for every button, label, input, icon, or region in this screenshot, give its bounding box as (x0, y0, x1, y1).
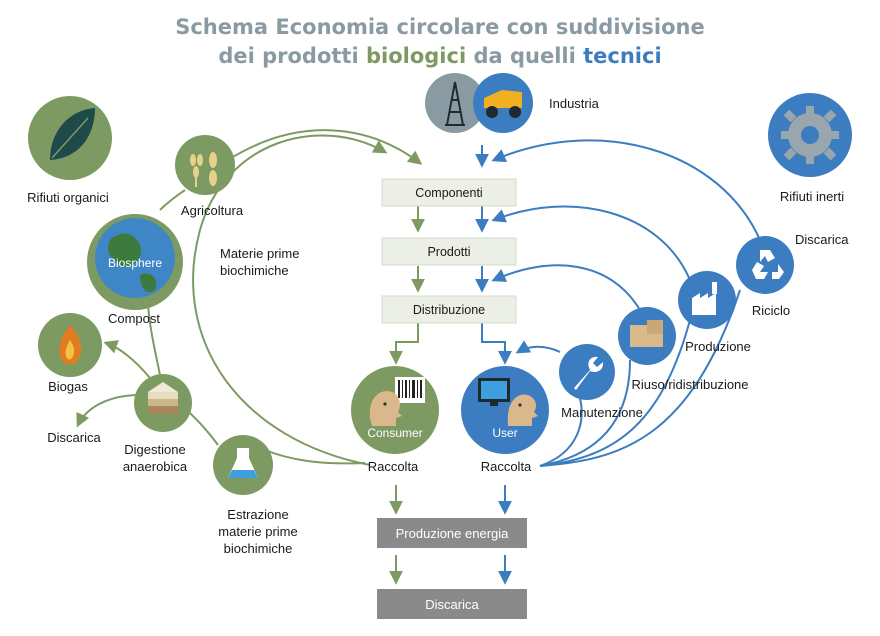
wheat-fish-icon (190, 152, 217, 187)
produzione-label: Produzione (685, 339, 751, 354)
compost-label: Compost (108, 311, 160, 326)
distribuzione-label: Distribuzione (413, 303, 485, 317)
discarica-right-label: Discarica (795, 232, 849, 247)
estrazione-label-1: Estrazione (227, 507, 288, 522)
produzione-energia-box (377, 518, 527, 548)
riuso-node: Riuso/ridistribuzione (618, 307, 749, 392)
estrazione-label-2: materie prime (218, 524, 297, 539)
factory-icon (692, 282, 717, 315)
rifiuti-inerti-label: Rifiuti inerti (780, 189, 844, 204)
oil-rig-icon (445, 81, 465, 126)
arrow-agricoltura-componenti (227, 129, 423, 165)
title-line-2: dei prodotti biologici da quelli tecnici (218, 44, 661, 68)
rifiuti-organici-node: Rifiuti organici (27, 96, 112, 205)
materie-prime-label-2: biochimiche (220, 263, 289, 278)
estrazione-label-3: biochimiche (224, 541, 293, 556)
riciclo-node: Riciclo (736, 236, 794, 318)
biosphere-label: Biosphere (108, 256, 162, 270)
user-node: User Raccolta (461, 366, 549, 474)
user-label: User (492, 426, 517, 440)
gear-icon (781, 106, 839, 164)
mining-truck-icon (484, 90, 522, 118)
person-head-icon-user (507, 394, 538, 426)
componenti-label: Componenti (415, 186, 482, 200)
agricoltura-node: Agricoltura (175, 135, 244, 218)
consumer-label: Consumer (367, 426, 422, 440)
person-head-icon (369, 391, 402, 426)
soil-layers-icon (148, 382, 178, 414)
biosphere-node: Biosphere Compost (87, 214, 183, 326)
raccolta-blue-label: Raccolta (481, 459, 532, 474)
barcode-icon (395, 377, 425, 403)
industria-label: Industria (549, 96, 600, 111)
consumer-node: Consumer Raccolta (351, 366, 439, 474)
digestione-node: Digestione anaerobica (123, 374, 192, 474)
center-column: Componenti Prodotti Distribuzione Produz… (377, 178, 527, 619)
boxes-icon (630, 320, 663, 347)
rifiuti-inerti-node: Rifiuti inerti (768, 93, 852, 204)
produzione-node: Produzione (678, 271, 751, 354)
componenti-box (381, 178, 517, 207)
prodotti-label: Prodotti (427, 245, 470, 259)
industria-node: Industria (425, 73, 600, 133)
rifiuti-organici-label: Rifiuti organici (27, 190, 109, 205)
manutenzione-node: Manutenzione (559, 344, 643, 420)
biogas-label: Biogas (48, 379, 88, 394)
arrow-raccolta-componenti (192, 134, 388, 466)
recycle-icon (752, 250, 784, 279)
manutenzione-label: Manutenzione (561, 405, 643, 420)
estrazione-node: Estrazione materie prime biochimiche (213, 435, 298, 556)
biogas-node: Biogas (38, 313, 102, 394)
prodotti-box (381, 237, 517, 266)
produzione-energia-label: Produzione energia (396, 526, 510, 541)
discarica-left-label: Discarica (47, 430, 101, 445)
digestione-label-1: Digestione (124, 442, 185, 457)
monitor-icon (478, 378, 510, 406)
discarica-bottom-label: Discarica (425, 597, 479, 612)
line-raccolta-estrazione (264, 449, 366, 465)
digestione-label-2: anaerobica (123, 459, 188, 474)
riciclo-label: Riciclo (752, 303, 790, 318)
title-line-1: Schema Economia circolare con suddivisio… (175, 15, 705, 39)
raccolta-green-label: Raccolta (368, 459, 419, 474)
technical-flow-lines (475, 139, 761, 585)
distribuzione-box (381, 295, 517, 324)
riuso-label: Riuso/ridistribuzione (631, 377, 748, 392)
materie-prime-label-1: Materie prime (220, 246, 299, 261)
wrench-icon (574, 356, 604, 390)
agricoltura-label: Agricoltura (181, 203, 244, 218)
biological-flow-lines (76, 129, 425, 585)
discarica-bottom-box (377, 589, 527, 619)
